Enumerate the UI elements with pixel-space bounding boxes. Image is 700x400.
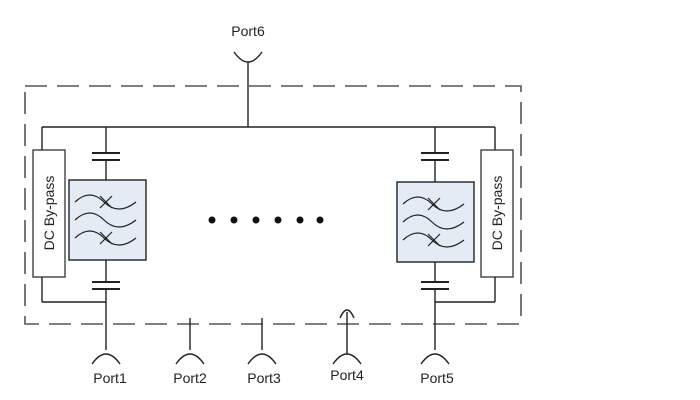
port4-lower-connector-icon — [332, 353, 362, 365]
ellipsis-dot — [296, 216, 304, 224]
right-dc-bypass-box — [480, 149, 514, 278]
port2-label: Port2 — [173, 370, 207, 386]
ellipsis-dot — [230, 216, 238, 224]
right-filter-slash-2 — [427, 197, 441, 211]
port1-connector-icon — [91, 353, 121, 365]
ellipsis-dot — [252, 216, 260, 224]
port5-label: Port5 — [420, 370, 454, 386]
right-bandpass-filter-icon — [396, 181, 475, 263]
left-bandpass-filter-icon — [68, 179, 147, 261]
right-filter-wave-1 — [402, 196, 465, 212]
right-filter-wave-3 — [402, 232, 465, 248]
right-filter-slash-4 — [427, 233, 441, 247]
enclosure-dashed-border — [24, 85, 522, 325]
left-dc-bypass-label: DC By-pass — [41, 176, 57, 251]
port4-connector-icon — [339, 309, 355, 319]
right-filter-branch: DC By-pass — [396, 127, 514, 350]
port6-connector-icon — [233, 51, 263, 63]
port1-label: Port1 — [93, 370, 127, 386]
left-filter-wave-2 — [74, 212, 137, 228]
port4-label: Port4 — [330, 367, 364, 383]
left-filter-slash-4 — [99, 231, 113, 245]
left-filter-slash-2 — [99, 195, 113, 209]
right-dc-bypass-label: DC By-pass — [489, 176, 505, 251]
port5-connector-icon — [420, 353, 450, 365]
left-filter-wave-3 — [74, 230, 137, 246]
left-filter-branch: DC By-pass — [32, 127, 147, 350]
right-filter-wave-2 — [402, 214, 465, 230]
ellipsis-dot — [274, 216, 282, 224]
more-branches-ellipsis — [208, 216, 324, 224]
left-filter-wave-1 — [74, 194, 137, 210]
ellipsis-dot — [208, 216, 216, 224]
port3-label: Port3 — [247, 370, 281, 386]
port2-connector-icon — [175, 353, 205, 365]
port3-connector-icon — [247, 353, 277, 365]
ellipsis-dot — [316, 216, 324, 224]
port6-label: Port6 — [231, 23, 265, 39]
left-dc-bypass-box — [32, 149, 66, 278]
